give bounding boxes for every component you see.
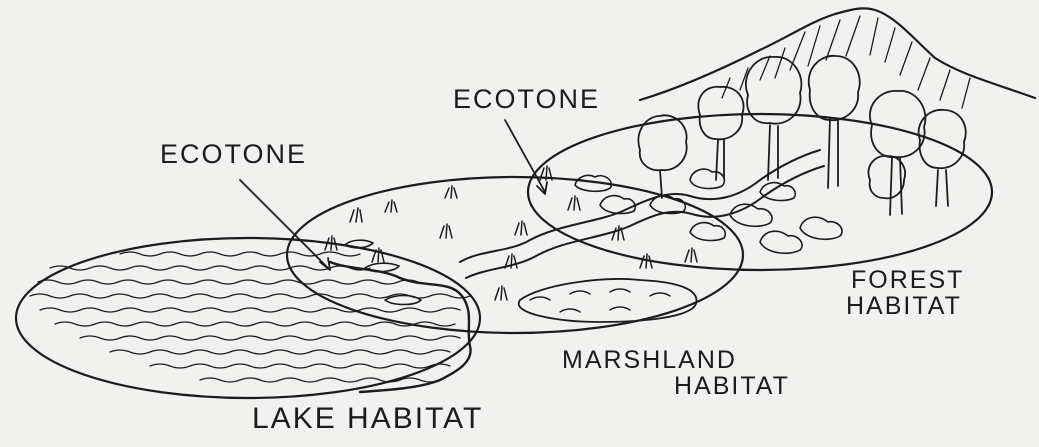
ecotone-right-leader <box>505 120 545 192</box>
mountain-hatching <box>722 16 970 108</box>
lake-island <box>385 296 421 305</box>
ecotone-left-leader <box>240 180 328 268</box>
forest-label-line1: Forest <box>846 267 964 293</box>
marshland-habitat-label: Marshland Habitat <box>562 347 790 400</box>
lake-habitat-ellipse <box>16 238 480 398</box>
marshland-label-line1: Marshland <box>562 347 790 373</box>
forest-habitat-label: Forest Habitat <box>846 267 964 320</box>
forest-label-line2: Habitat <box>846 293 964 319</box>
marsh-pond <box>519 279 697 322</box>
ecotone-label-right: Ecotone <box>453 85 600 113</box>
mountain <box>640 8 1035 100</box>
ecotone-label-left: Ecotone <box>160 140 307 168</box>
lake-water-lines <box>30 252 470 382</box>
lake-habitat-label: Lake Habitat <box>252 403 483 435</box>
forest-shrubs <box>575 169 842 253</box>
marshland-label-line2: Habitat <box>562 373 790 399</box>
river <box>460 150 820 262</box>
